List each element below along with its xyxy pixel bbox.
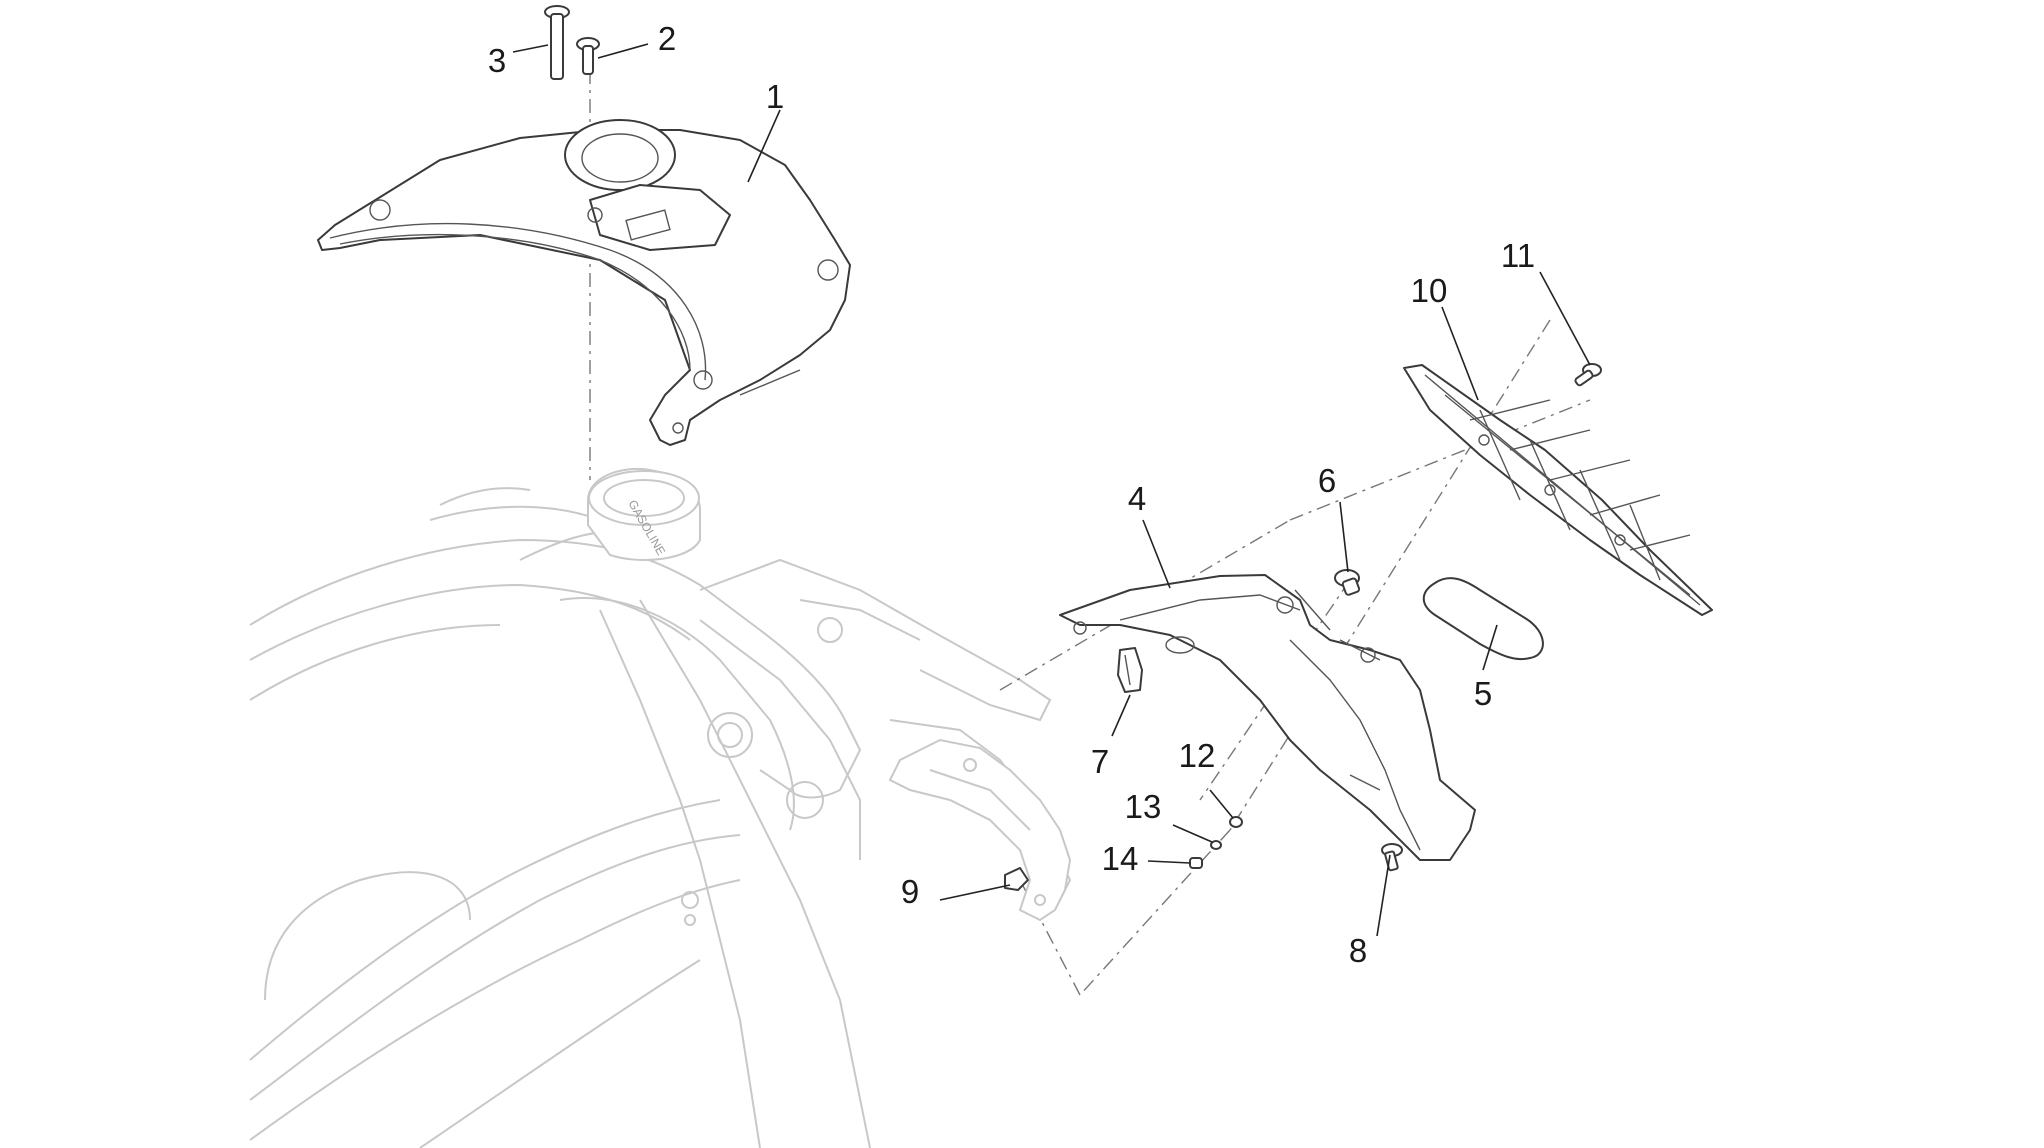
callout-2: 2 [658,20,676,57]
callout-1: 1 [766,78,784,115]
callout-12: 12 [1179,737,1216,774]
part-6-bolt [1334,569,1361,596]
part-1-rear-cover [317,119,851,446]
callout-13: 13 [1125,788,1162,825]
part-14-nut [1189,857,1203,869]
callout-7: 7 [1091,743,1109,780]
part-9-clip-nut [1004,867,1029,891]
callout-9: 9 [901,873,919,910]
callout-labels: 1 2 3 4 5 6 7 8 9 10 11 12 13 14 [488,20,1535,969]
callout-14: 14 [1102,840,1139,877]
part-8-screw [1381,843,1403,872]
callout-4: 4 [1128,480,1146,517]
part-7-clip [1117,647,1143,693]
leader-lines [512,43,1591,937]
part-13-spring [1210,840,1222,850]
part-5-reflector [1422,577,1544,661]
mounting-bracket [888,738,1072,922]
callout-10: 10 [1411,272,1448,309]
fuel-cap: GASOLINE [587,468,701,561]
part-4-plate-holder [1059,574,1476,861]
part-10-license-plate [1403,364,1713,616]
part-11-screw [1574,363,1602,387]
part-3-long-screw [544,5,570,80]
callout-11: 11 [1501,237,1535,274]
callout-6: 6 [1318,462,1336,499]
scooter-frame [249,487,1072,1148]
part-2-screw [576,37,600,75]
callout-8: 8 [1349,932,1367,969]
part-12-washer [1229,816,1243,828]
callout-5: 5 [1474,675,1492,712]
callout-3: 3 [488,42,506,79]
